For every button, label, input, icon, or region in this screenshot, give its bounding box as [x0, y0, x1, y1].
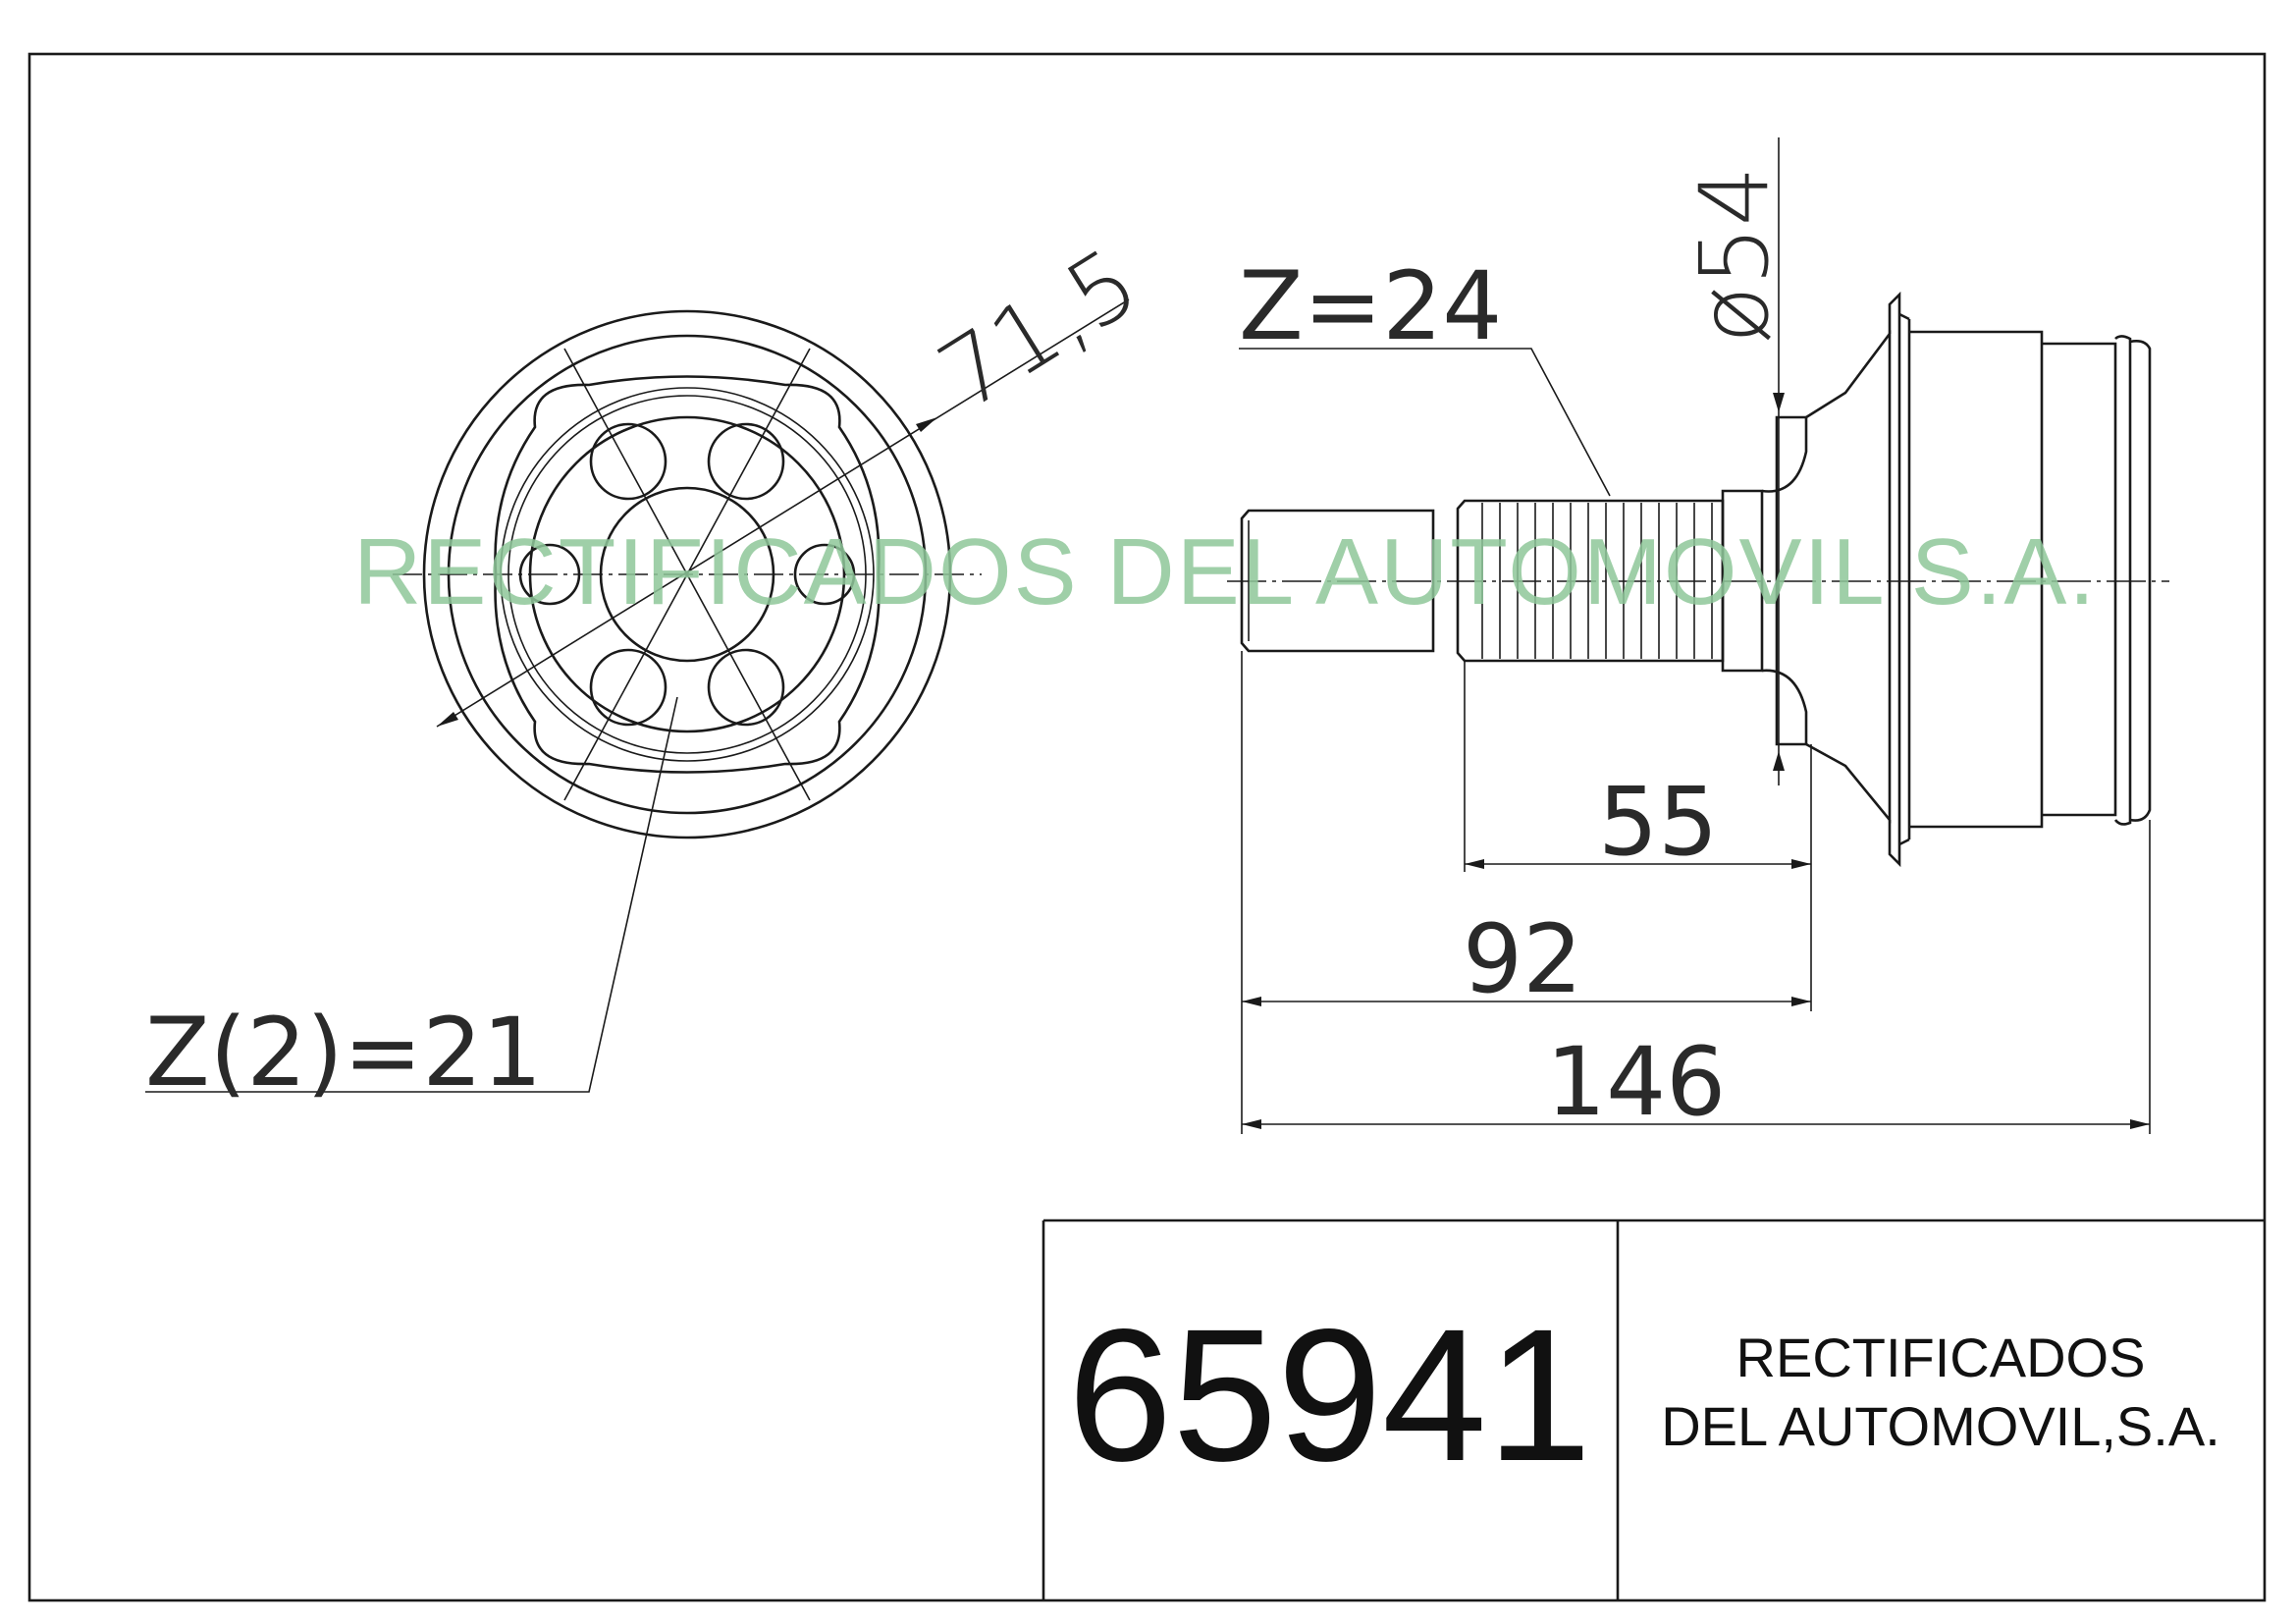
watermark: RECTIFICADOS DEL AUTOMOVIL S.A.	[353, 519, 2098, 624]
dim-shaft-spline-teeth: Z=24	[1239, 251, 1502, 361]
dim-total-length: 146	[1546, 1027, 1726, 1137]
front-view	[145, 298, 1130, 1093]
dim-spline-length: 55	[1598, 767, 1718, 877]
company-name-line1: RECTIFICADOS	[1735, 1326, 2146, 1388]
dim-shaft-length: 92	[1463, 904, 1582, 1014]
side-view	[1227, 137, 2169, 1134]
title-block	[1041, 1218, 2265, 1600]
company-name-line2: DEL AUTOMOVIL,S.A.	[1661, 1395, 2220, 1457]
dim-inner-spline-teeth: Z(2)=21	[145, 998, 542, 1108]
part-number: 65941	[1067, 1289, 1592, 1500]
company-name: RECTIFICADOS DEL AUTOMOVIL,S.A.	[1620, 1324, 2262, 1461]
dim-outer-diameter: 71,5	[921, 227, 1157, 431]
dim-bell-diameter: ø54	[1680, 166, 1789, 344]
drawing-frame	[27, 52, 2267, 1602]
